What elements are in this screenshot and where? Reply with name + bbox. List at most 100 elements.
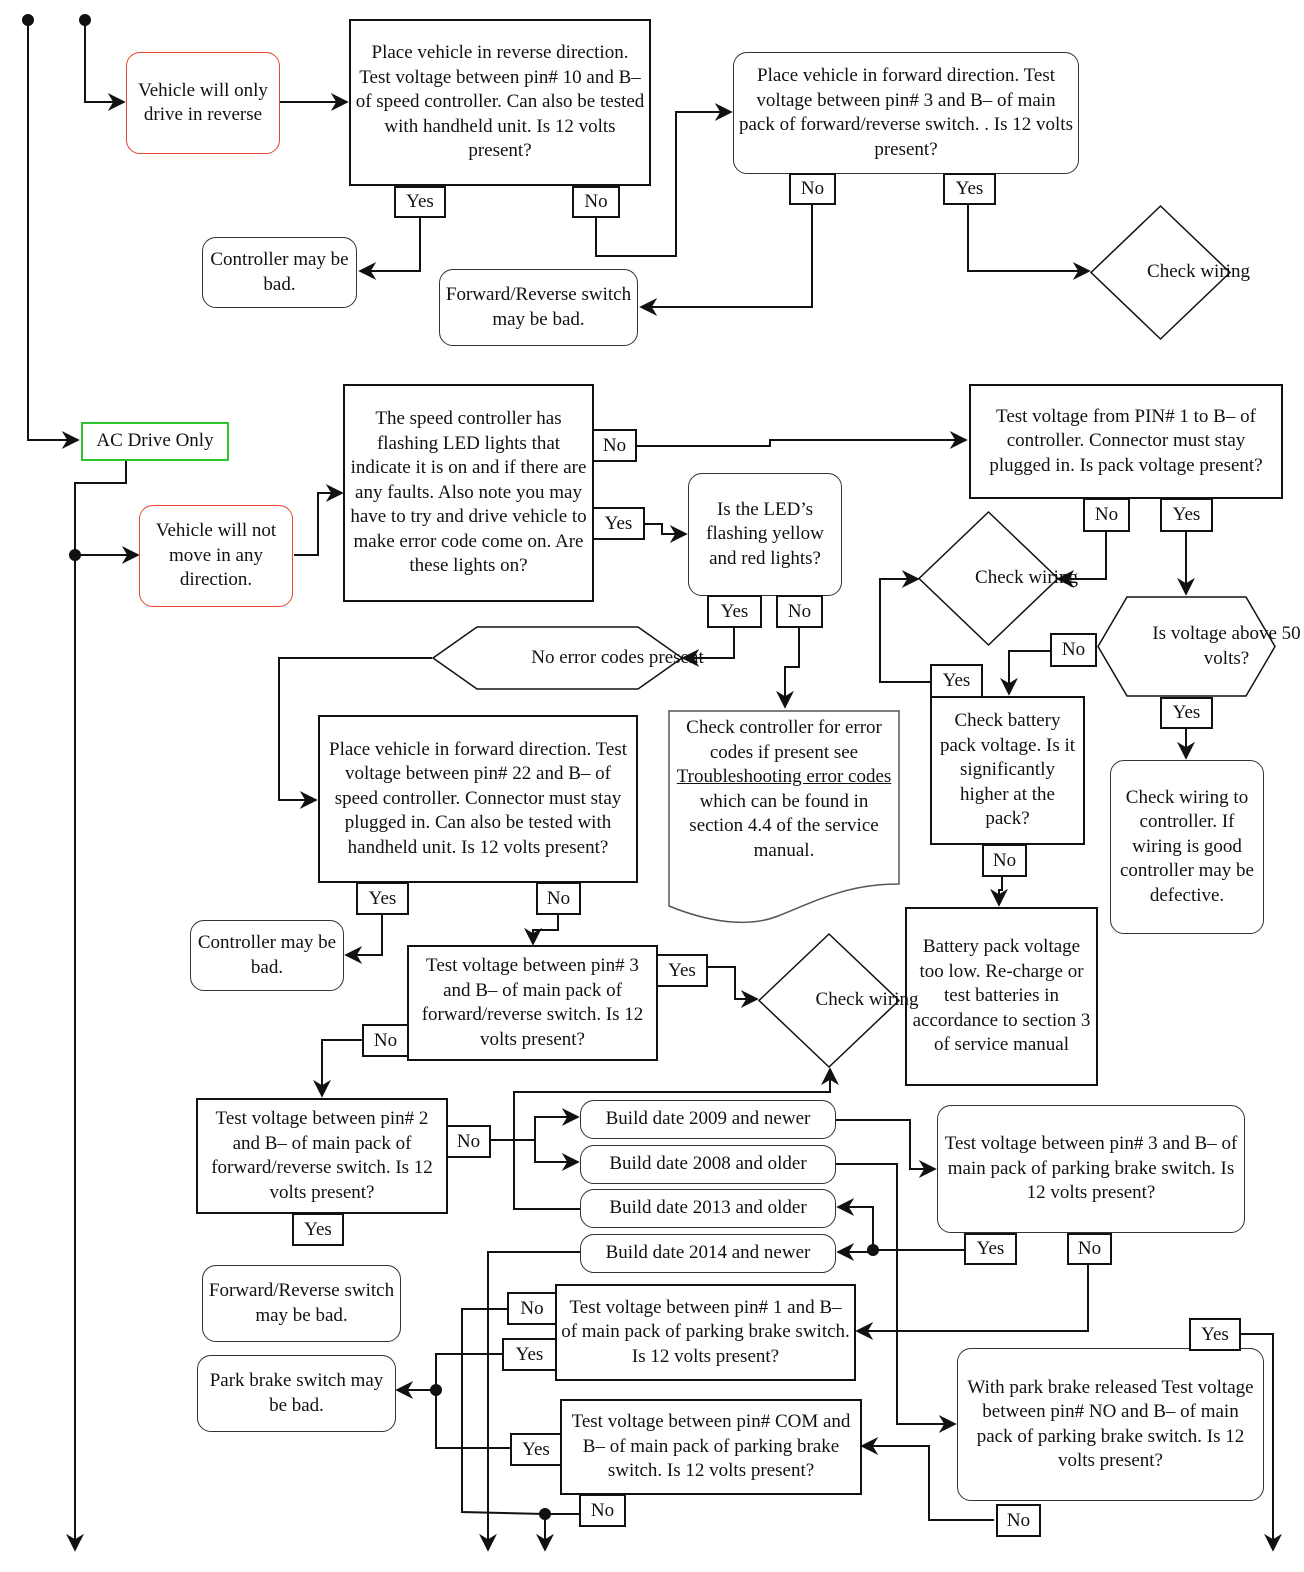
connector [1000,650,1053,696]
answer-yes: Yes [502,1338,557,1371]
connector [66,461,127,1552]
branch-build-2013-older: Build date 2013 and older [580,1189,836,1228]
answer-no: No [362,1024,409,1057]
connector [776,627,800,709]
answer-no: No [507,1292,557,1325]
answer-no: No [592,429,637,462]
answer-no: No [572,186,620,218]
answer-no: No [996,1504,1041,1537]
connector [479,1251,580,1552]
result-no-error-codes: No error codes present [431,626,704,690]
answer-no: No [446,1125,491,1158]
step-test-pin22: Place vehicle in forward direction. Test… [318,715,638,883]
connector [637,431,968,449]
check-wiring-text: Check wiring [1147,261,1250,283]
step-led-question: The speed controller has flashing LED li… [343,384,594,602]
connector [84,20,126,111]
result-fr-switch-bad: Forward/Reverse switch may be bad. [439,269,638,346]
answer-no: No [1067,1233,1112,1265]
junction-dot [430,1384,442,1396]
check-wiring-text: Check wiring [975,567,1078,589]
entry-ac-drive-only: AC Drive Only [81,422,229,461]
step-test-pin1: Test voltage from PIN# 1 to B– of contro… [969,384,1283,499]
junction-dot [539,1508,551,1520]
action-check-wiring: Check wiring [1089,204,1250,341]
decision-above-50-volts: Is voltage above 50 volts? [1097,596,1301,697]
check-controller-post: which can be found in section 4.4 of the… [689,790,879,861]
check-wiring-text: Check wiring [815,989,919,1011]
answer-no: No [982,844,1027,877]
answer-yes: Yes [943,173,996,205]
answer-yes: Yes [394,186,446,218]
action-check-wiring: Check wiring [917,510,1078,647]
result-park-switch-bad: Park brake switch may be bad. [197,1355,396,1432]
branch-build-2014-newer: Build date 2014 and newer [580,1234,836,1273]
answer-yes: Yes [592,507,645,540]
answer-yes: Yes [1160,498,1213,532]
branch-build-2009-newer: Build date 2009 and newer [580,1100,836,1139]
answer-no: No [789,173,836,205]
connector [435,1353,510,1449]
answer-yes: Yes [510,1433,562,1466]
connector [344,914,383,964]
result-controller-bad: Controller may be bad. [202,237,357,308]
step-test-pin2: Test voltage between pin# 2 and B– of ma… [196,1098,448,1214]
connector [836,1243,964,1261]
connector [461,1308,546,1515]
answer-no: No [1050,633,1097,667]
step-led-colors: Is the LED’s flashing yellow and red lig… [688,473,842,596]
connector [358,217,421,280]
answer-no: No [776,595,823,628]
step-test-park-com: Test voltage between pin# COM and B– of … [560,1399,862,1495]
connector [990,876,1008,907]
symptom-no-move: Vehicle will not move in any direction. [139,505,293,607]
connector [513,1067,839,1210]
connector [706,966,759,1008]
connector [967,205,1091,280]
step-test-park-pin3: Test voltage between pin# 3 and B– of ma… [937,1105,1245,1233]
step-check-battery: Check battery pack voltage. Is it signif… [930,696,1085,845]
connector [595,103,733,257]
no-error-codes-text: No error codes present [531,646,704,668]
answer-yes: Yes [930,664,983,698]
connector [639,205,813,316]
connector [835,1163,957,1433]
step-test-pin10: Place vehicle in reverse direction. Test… [349,19,651,186]
result-fr-switch-bad-2: Forward/Reverse switch may be bad. [202,1265,401,1342]
step-test-pin3: Test voltage between pin# 3 and B– of ma… [407,945,658,1061]
action-check-wiring: Check wiring [757,932,918,1069]
above-50-text: Is voltage above 50 volts? [1152,623,1301,669]
connector [835,1119,937,1178]
connector [855,1264,1089,1340]
branch-build-2008-older: Build date 2008 and older [580,1145,836,1184]
answer-yes: Yes [356,882,409,915]
answer-yes: Yes [656,954,708,987]
connector [27,20,80,449]
step-test-park-pin1: Test voltage between pin# 1 and B– of ma… [555,1284,856,1381]
symptom-reverse-only: Vehicle will only drive in reverse [126,52,280,154]
connector [491,1108,580,1141]
connector [645,523,688,543]
connector [1056,531,1107,588]
junction-dot [867,1244,879,1256]
connector [879,570,930,683]
connector [524,914,559,946]
answer-yes: Yes [292,1213,344,1246]
step-test-pin3-forward: Place vehicle in forward direction. Test… [733,52,1079,174]
answer-yes: Yes [964,1233,1017,1265]
answer-yes: Yes [1189,1318,1241,1351]
answer-no: No [579,1494,626,1527]
result-check-wiring-controller: Check wiring to controller. If wiring is… [1110,760,1264,934]
answer-yes: Yes [1160,697,1213,729]
connector [536,1513,580,1552]
result-controller-bad-2: Controller may be bad. [190,920,344,991]
connector [278,657,432,809]
answer-no: No [536,882,581,915]
document-check-controller: Check controller for error codes if pres… [668,710,900,928]
connector [860,1437,994,1521]
connector [534,1140,580,1171]
answer-no: No [1083,498,1130,532]
connector [836,1198,874,1250]
link-troubleshooting-error-codes[interactable]: Troubleshooting error codes [676,766,892,787]
